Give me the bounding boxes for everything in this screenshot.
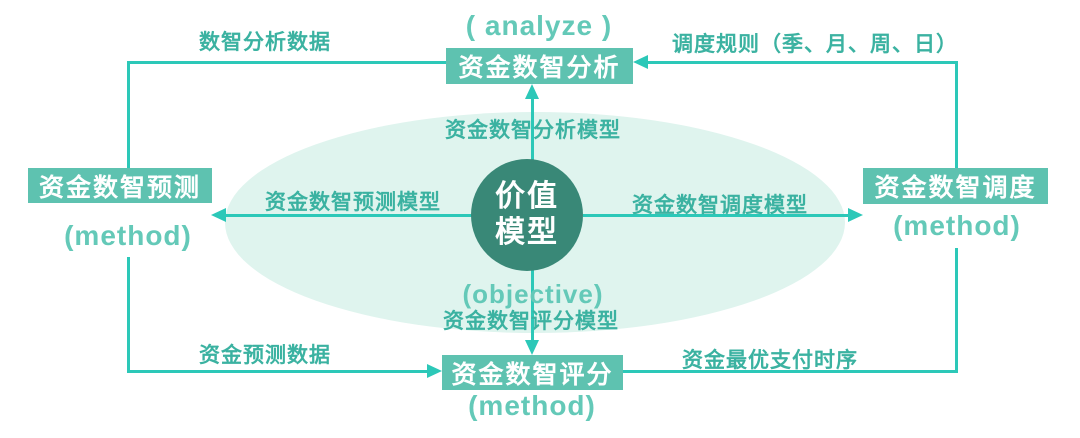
edge-label-dispatch-model: 资金数智调度模型 [632,194,808,217]
node-capital-analysis: 资金数智分析 [446,48,633,84]
connector-center-to-left [225,214,472,217]
arrowhead-into-left-node [211,208,226,222]
connector-center-to-top [531,96,534,162]
connector-bottom-to-right-horizontal [623,370,957,373]
edge-label-dispatch-rules: 调度规则（季、月、周、日） [672,33,958,56]
arrowhead-down-into-bottom-node [525,340,539,355]
value-model-circle: 价值 模型 [471,159,583,271]
connector-right-to-top-vertical [955,61,958,168]
arrowhead-into-top-node [633,55,648,69]
edge-label-analysis-data: 数智分析数据 [199,31,331,54]
tag-method-right: (method) [893,210,1021,241]
arrowhead-into-bottom-node [427,364,442,378]
edge-label-forecast-model: 资金数智预测模型 [265,191,441,214]
connector-bottom-to-right-vertical [955,248,958,373]
connector-left-to-bottom-horizontal [127,370,428,373]
connector-center-to-right [583,214,849,217]
edge-label-analysis-model: 资金数智分析模型 [445,119,621,142]
tag-method-left: (method) [64,220,192,251]
connector-center-to-bottom [531,270,534,342]
tag-method-bottom: (method) [468,390,596,421]
node-capital-forecast: 资金数智预测 [28,168,212,203]
tag-analyze: ( analyze ) [465,10,613,41]
connector-left-to-bottom-vertical [127,257,130,373]
connector-left-to-top-vertical [127,61,130,168]
edge-label-payment-sequence: 资金最优支付时序 [682,349,858,372]
tag-objective: (objective) [462,279,604,309]
connector-left-to-top-horizontal [127,61,446,64]
arrowhead-up-into-top-node [525,84,539,99]
value-model-title-line1: 价值 [495,180,559,213]
arrowhead-into-right-node [848,208,863,222]
connector-right-to-top-horizontal [647,61,957,64]
edge-label-scoring-model: 资金数智评分模型 [443,310,619,333]
node-capital-dispatch: 资金数智调度 [863,168,1048,204]
node-capital-scoring: 资金数智评分 [442,355,623,390]
value-model-title-line2: 模型 [495,216,559,249]
edge-label-forecast-data: 资金预测数据 [199,344,331,367]
